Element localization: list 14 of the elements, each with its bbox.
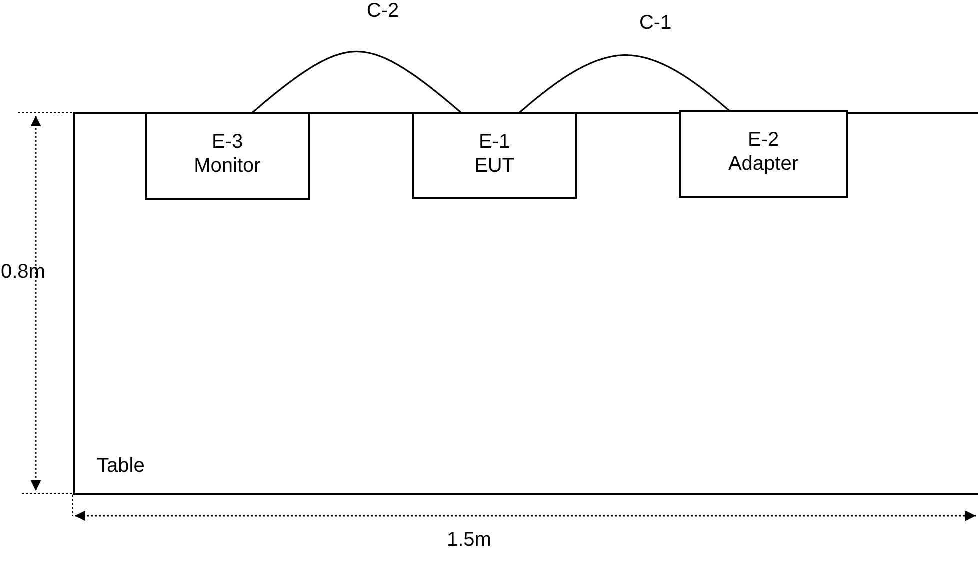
table-label: Table xyxy=(97,454,145,478)
equipment-box xyxy=(412,112,577,199)
cable-line xyxy=(518,54,730,114)
equipment-id: E-3 xyxy=(212,130,244,154)
equipment-id: E-2 xyxy=(748,128,780,152)
equipment-box xyxy=(145,112,310,200)
equipment-id: E-1 xyxy=(478,130,510,154)
equipment-name: EUT xyxy=(474,154,514,178)
equipment-name: Monitor xyxy=(194,154,261,178)
table-outline xyxy=(73,112,978,495)
cable-line xyxy=(252,50,462,114)
equipment-box xyxy=(679,110,848,198)
dimension-label: 0.8m xyxy=(1,260,46,284)
equipment-name: Adapter xyxy=(728,152,799,176)
